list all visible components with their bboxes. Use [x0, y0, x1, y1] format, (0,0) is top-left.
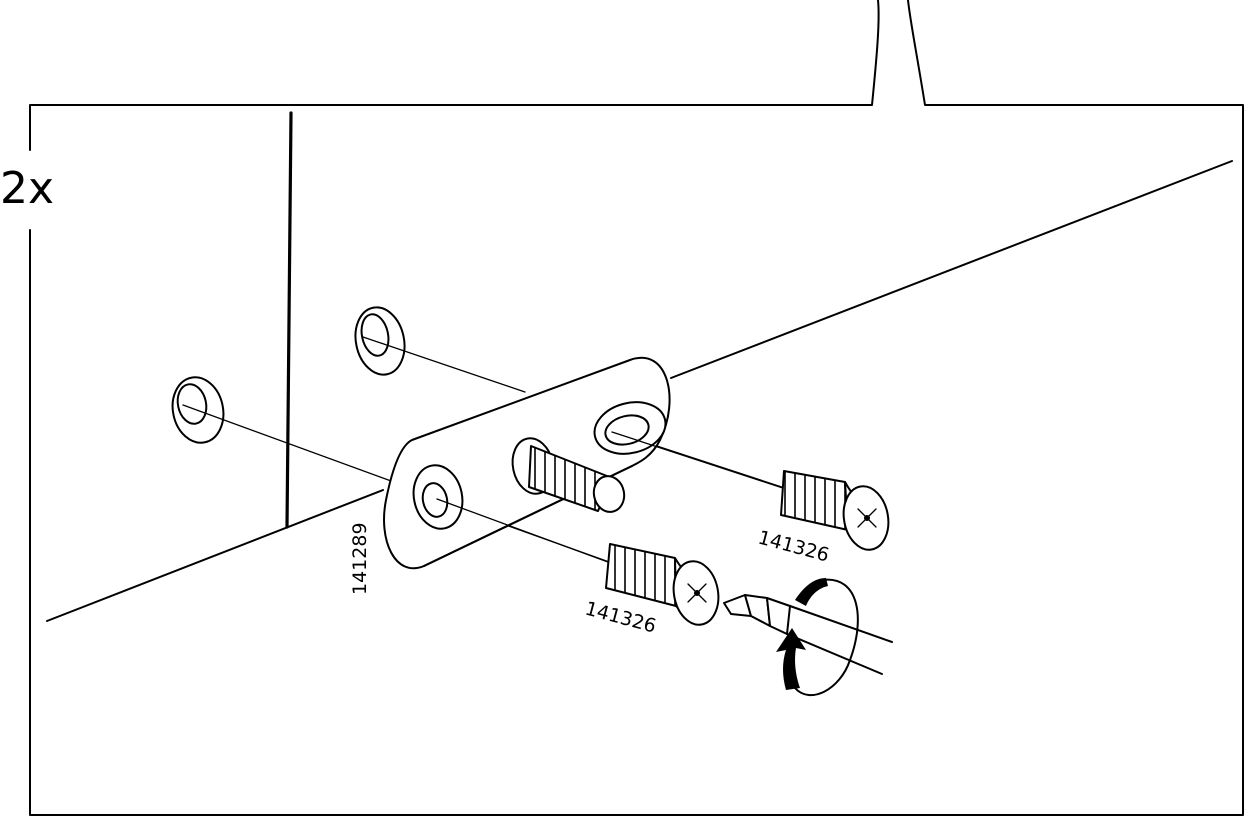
threaded-stud: [511, 437, 626, 513]
phillips-head-icon: [687, 583, 707, 603]
callout-frame: [29, 0, 1244, 816]
alignment-lines-front: [436, 431, 796, 573]
mounting-bracket: [383, 356, 671, 570]
screw-lower: [605, 543, 720, 626]
screw-upper: [780, 470, 890, 551]
cabinet-panel: [46, 111, 1233, 622]
part-number-bracket: 141289: [349, 522, 371, 595]
screwdriver-icon: [723, 594, 893, 675]
bracket-hole-lower: [412, 464, 464, 530]
phillips-head-icon: [857, 508, 877, 528]
bracket-slot-upper: [593, 401, 667, 455]
quantity-label: 2x: [0, 163, 54, 214]
part-number-screw-upper: 141326: [756, 527, 832, 567]
panel-hole-upper: [354, 306, 406, 376]
clockwise-arrow-icon: [776, 578, 859, 697]
part-number-screw-lower: 141326: [583, 598, 659, 638]
